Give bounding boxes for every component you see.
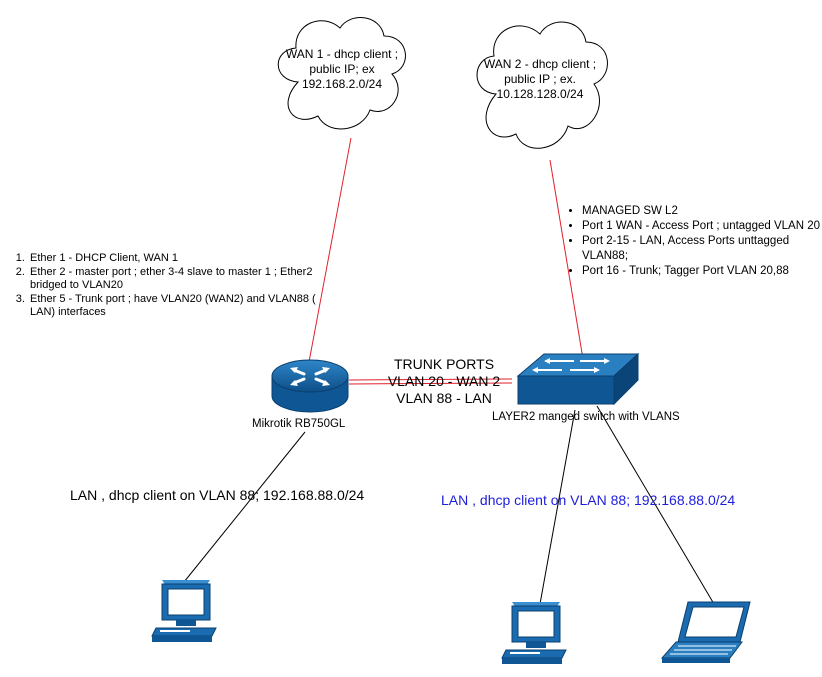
switch-note: Port 1 WAN - Access Port ; untagged VLAN…	[582, 219, 822, 234]
laptop-icon	[660, 601, 751, 663]
cloud-icon	[277, 17, 406, 130]
switch-laptop-link	[596, 405, 715, 605]
router-icon	[271, 359, 349, 413]
wan2-line3: 10.128.128.0/24	[496, 87, 584, 101]
switch-desktop-link	[539, 409, 576, 605]
router-lan-link	[183, 431, 306, 583]
trunk-line2: VLAN 20 - WAN 2	[387, 373, 501, 389]
desktop-computer-icon	[501, 602, 567, 664]
wan2-line2: public IP ; ex.	[504, 72, 576, 86]
wan2-link	[549, 159, 585, 366]
router-lan-label: LAN , dhcp client on VLAN 88; 192.168.88…	[70, 487, 365, 503]
trunk-link-a	[348, 378, 513, 381]
wan1-link	[308, 137, 352, 363]
trunk-line3: VLAN 88 - LAN	[396, 390, 492, 406]
desktop-computer-icon	[151, 580, 217, 642]
switch-note: Port 16 - Trunk; Tagger Port VLAN 20,88	[582, 264, 822, 279]
router-label: Mikrotik RB750GL	[252, 418, 346, 430]
wan2-label: WAN 2 - dhcp client ; public IP ; ex. 10…	[470, 57, 610, 102]
switch-note: MANAGED SW L2	[582, 204, 822, 219]
trunk-link-b	[348, 382, 513, 385]
switch-note: Port 2-15 - LAN, Access Ports unttagged …	[582, 234, 822, 264]
switch-icon	[516, 352, 640, 406]
wan2-line1: WAN 2 - dhcp client ;	[483, 57, 597, 71]
wan1-line3: 192.168.2.0/24	[301, 77, 383, 91]
router-port-notes: Ether 1 - DHCP Client, WAN 1 Ether 2 - m…	[10, 252, 328, 320]
wan1-label: WAN 1 - dhcp client ; public IP; ex 192.…	[272, 47, 412, 92]
router-port-note: Ether 2 - master port ; ether 3-4 slave …	[28, 266, 328, 293]
wan1-line2: public IP; ex	[309, 62, 375, 76]
router-port-note: Ether 5 - Trunk port ; have VLAN20 (WAN2…	[28, 293, 328, 320]
switch-label: LAYER2 manged switch with VLANS	[492, 411, 680, 423]
switch-notes: MANAGED SW L2 Port 1 WAN - Access Port ;…	[566, 204, 822, 279]
trunk-ports-label: TRUNK PORTS VLAN 20 - WAN 2 VLAN 88 - LA…	[376, 356, 512, 407]
cloud-icon	[476, 21, 608, 149]
router-port-note: Ether 1 - DHCP Client, WAN 1	[28, 252, 328, 266]
wan1-line1: WAN 1 - dhcp client ;	[285, 47, 399, 61]
switch-lan-label: LAN , dhcp client on VLAN 88; 192.168.88…	[441, 492, 736, 508]
trunk-line1: TRUNK PORTS	[393, 356, 495, 372]
